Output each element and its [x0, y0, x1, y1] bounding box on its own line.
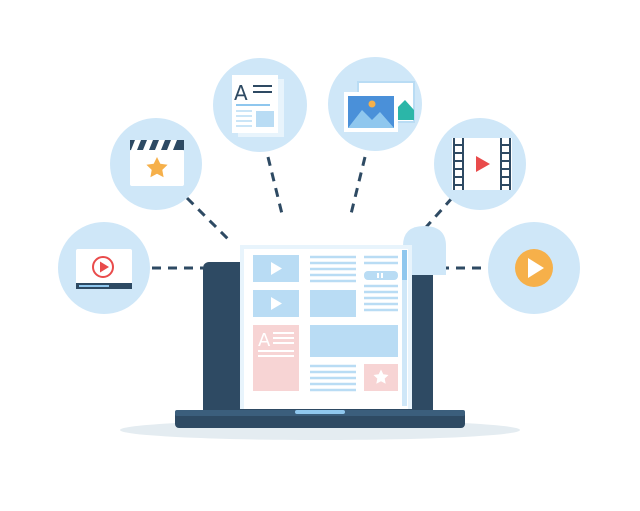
page-article-lines: [258, 332, 294, 357]
document-letter: A: [234, 81, 248, 105]
film-strip-icon: [452, 138, 512, 190]
page-article-tile: [253, 325, 299, 391]
star-icon: [373, 369, 389, 384]
page-image-block-2: [310, 325, 398, 357]
page-scrollbar-thumb: [402, 250, 407, 280]
page-text-lines-bottom: [310, 364, 356, 392]
play-icon: [271, 297, 282, 310]
laptop-hinge-notch: [295, 410, 345, 414]
page-article-letter: A: [258, 330, 271, 351]
document-badge: A: [213, 58, 307, 152]
image-gallery-icon: [344, 81, 415, 132]
pause-icon-bar: [381, 273, 383, 278]
image-gallery-badge: [328, 57, 422, 151]
clapperboard-badge: [110, 118, 202, 210]
web-page: A: [240, 226, 446, 409]
play-button-badge: [488, 222, 580, 314]
video-player-badge: [58, 222, 150, 314]
clapperboard-star-icon: [130, 140, 184, 186]
page-text-lines-top: [310, 255, 398, 312]
page-scroll-tab: [403, 226, 446, 275]
play-icon: [271, 262, 282, 275]
page-scrollbar: [402, 250, 407, 406]
play-button-icon: [515, 249, 553, 287]
video-player-icon: [76, 249, 132, 289]
film-strip-badge: [434, 118, 526, 210]
page-image-block-1: [310, 290, 356, 317]
document-icon: A: [232, 75, 284, 137]
pause-icon: [377, 273, 379, 278]
